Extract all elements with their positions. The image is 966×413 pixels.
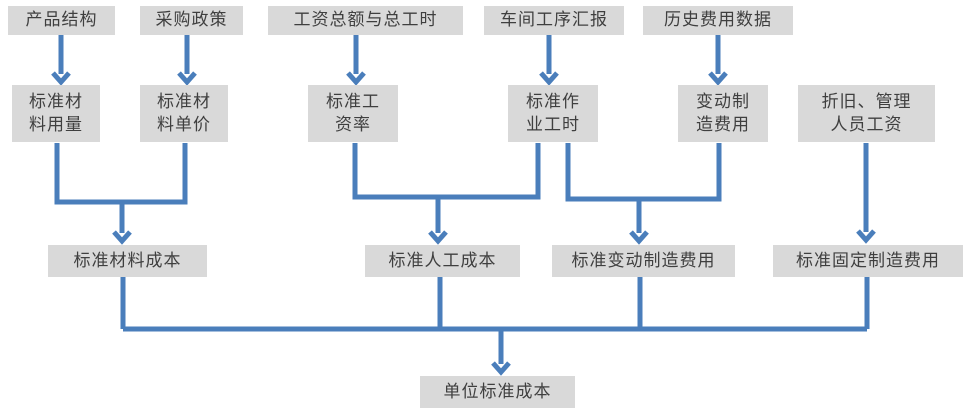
elbow-labor-join [352,143,541,245]
node-std-material-cost: 标准材料成本 [48,245,207,277]
elbow-material-join [54,143,188,245]
elbow-variable-join [565,143,722,245]
node-procurement-policy: 采购政策 [140,6,243,35]
bottom-bus-join [120,277,870,376]
node-depreciation-mgmt-wages: 折旧、管理 人员工资 [798,85,935,142]
node-std-operation-hours: 标准作 业工时 [508,85,598,142]
node-std-variable-mfg-cost: 标准变动制造费用 [552,245,735,277]
arrow-procurement-policy-to-std-material-price [177,35,197,86]
node-std-labor-cost: 标准人工成本 [365,245,520,277]
arrow-total-wages-to-std-wage-rate [346,35,366,86]
node-variable-mfg-cost: 变动制 造费用 [678,85,768,142]
node-historical-cost-data: 历史费用数据 [643,6,793,35]
node-total-wages-hours: 工资总额与总工时 [268,6,463,35]
node-std-material-price: 标准材 料单价 [140,85,228,142]
arrow-product-structure-to-std-material-usage [51,35,71,86]
node-std-wage-rate: 标准工 资率 [308,85,398,142]
arrow-depreciation-to-std-fixed-cost [856,143,876,244]
node-workshop-process-report: 车间工序汇报 [484,6,624,35]
node-std-fixed-mfg-cost: 标准固定制造费用 [773,245,963,277]
arrow-historical-data-to-variable-mfg-cost [708,35,728,86]
node-std-material-usage: 标准材 料用量 [12,85,100,142]
node-unit-std-cost: 单位标准成本 [420,376,575,408]
arrow-workshop-report-to-std-operation-hours [539,35,559,86]
node-product-structure: 产品结构 [8,6,115,35]
